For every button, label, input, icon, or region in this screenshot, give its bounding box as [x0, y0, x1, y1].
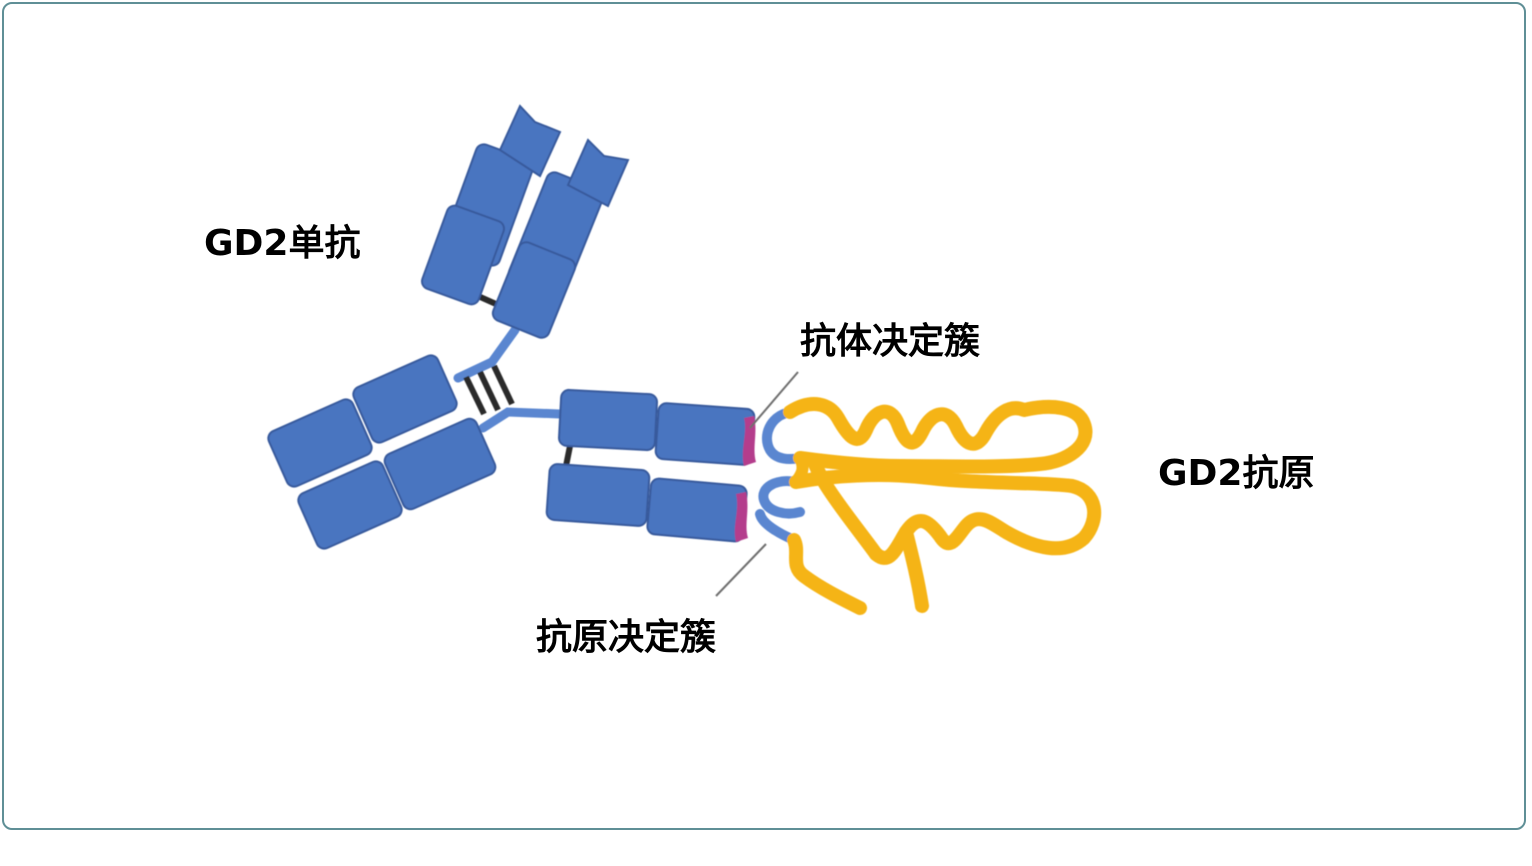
paratope-pointer-line	[749, 371, 799, 429]
diagram-frame	[2, 2, 1526, 830]
gd2-antigen	[755, 397, 1102, 615]
epitope-label: 抗原决定簇	[536, 617, 717, 658]
epitope-loop	[758, 476, 805, 519]
antigen-label: GD2抗原	[1158, 453, 1315, 494]
epitope-pointer-line	[715, 543, 767, 597]
callout-lines	[715, 371, 799, 597]
epitope-loop	[761, 407, 805, 464]
fc-stem	[267, 354, 497, 550]
antibody-label: GD2单抗	[204, 223, 361, 264]
hinge-region	[453, 325, 565, 433]
paratope-tip-lower	[734, 492, 748, 542]
disulfide-bonds	[463, 293, 573, 467]
paratope-label: 抗体决定簇	[800, 321, 981, 362]
paratope-tip-upper	[742, 416, 756, 466]
right-fab-arm	[545, 388, 756, 543]
upper-fab-arm	[421, 104, 630, 339]
